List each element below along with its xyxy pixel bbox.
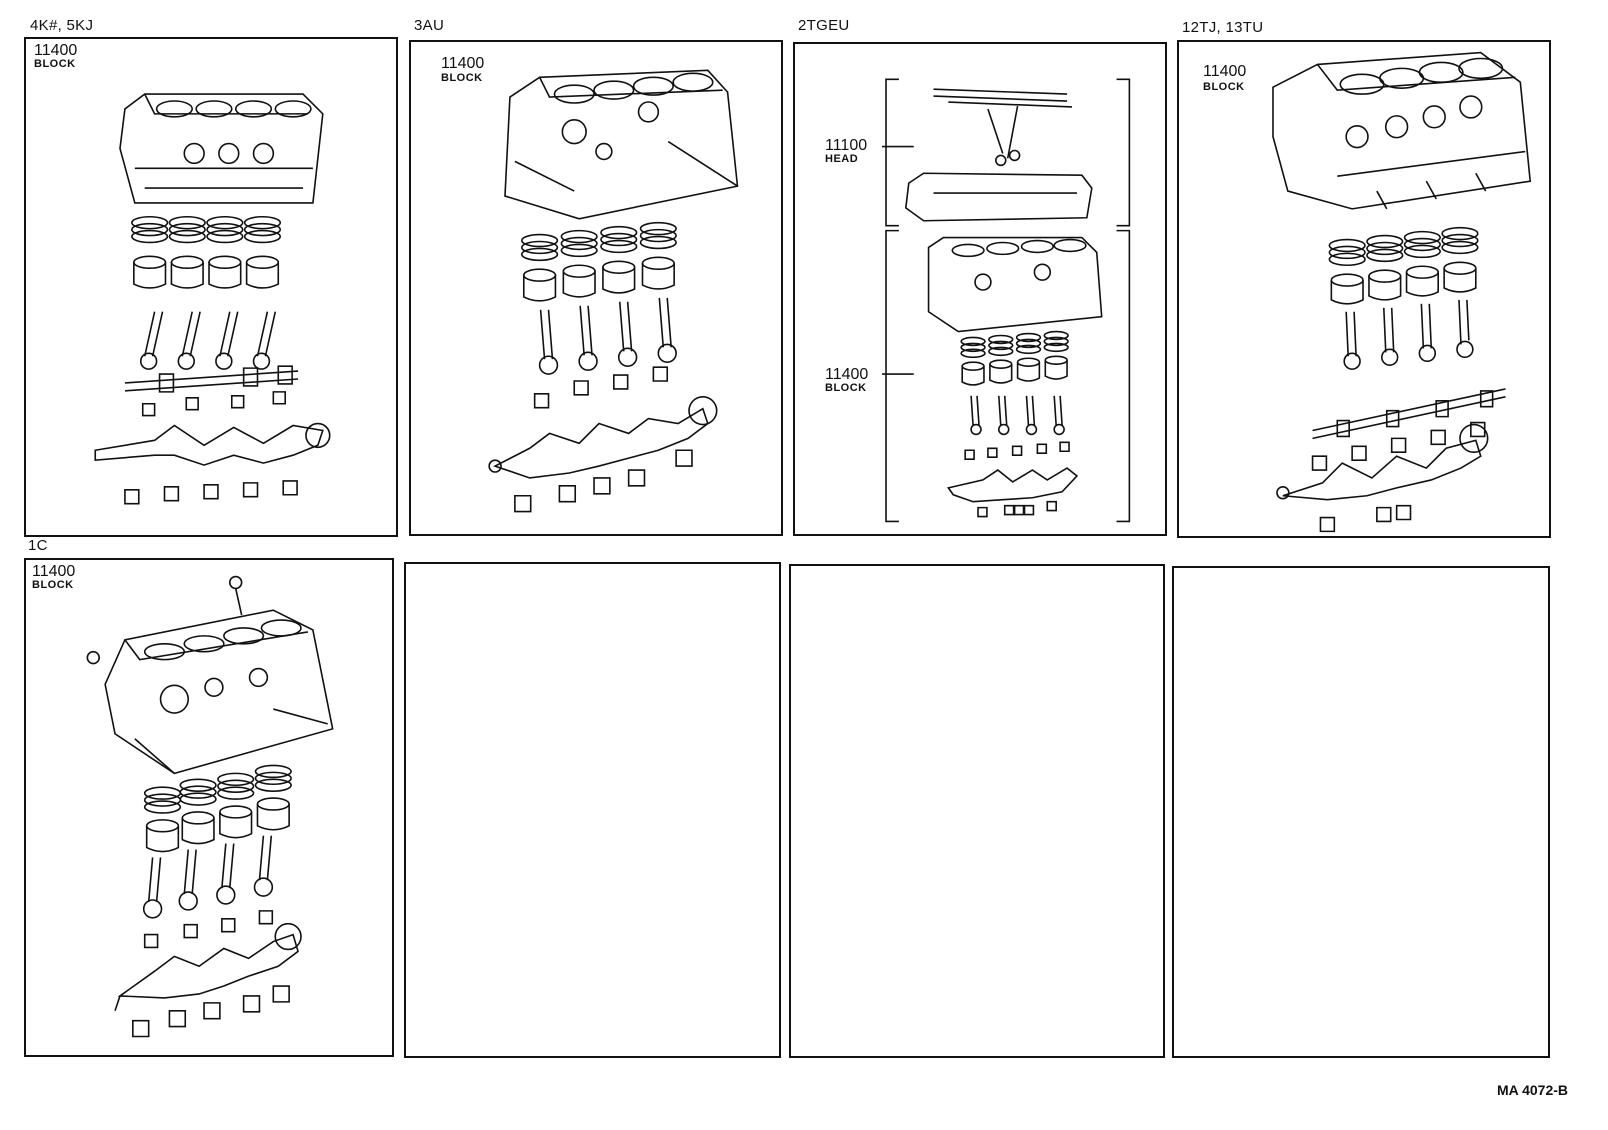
- part-name: BLOCK: [441, 72, 483, 84]
- part-number: 11400: [1203, 63, 1247, 80]
- panel-title-3au: 3AU: [414, 17, 445, 34]
- head-and-block-exploded-illustration: [795, 44, 1165, 534]
- engine-block-exploded-illustration: [411, 42, 781, 534]
- engine-panel-2tgeu: 11100 HEAD 11400 BLOCK: [793, 42, 1167, 536]
- engine-block-exploded-illustration: [26, 560, 392, 1055]
- engine-panel-1c: 11400 BLOCK: [24, 558, 394, 1057]
- part-number: 11400: [34, 42, 78, 59]
- empty-panel-2: [404, 562, 781, 1058]
- part-number-block: 11400: [825, 366, 869, 383]
- figure-code: MA 4072-B: [1496, 1082, 1568, 1098]
- panel-title-4k-5kj: 4K#, 5KJ: [30, 17, 94, 34]
- empty-panel-3: [789, 564, 1165, 1058]
- empty-panel-4: [1172, 566, 1550, 1058]
- part-name-block: BLOCK: [825, 382, 867, 394]
- part-number: 11400: [32, 563, 76, 580]
- part-name: BLOCK: [32, 579, 74, 591]
- part-name: BLOCK: [34, 58, 76, 70]
- part-number: 11400: [441, 55, 485, 72]
- panel-title-2tgeu: 2TGEU: [798, 17, 850, 34]
- engine-panel-12tj-13tu: 11400 BLOCK: [1177, 40, 1551, 538]
- engine-block-exploded-illustration: [1179, 42, 1549, 536]
- panel-title-1c: 1C: [28, 537, 48, 554]
- part-number-head: 11100: [825, 137, 868, 154]
- engine-panel-3au: 11400 BLOCK: [409, 40, 783, 536]
- part-name-head: HEAD: [825, 153, 859, 165]
- part-name: BLOCK: [1203, 81, 1245, 93]
- engine-panel-4k-5kj: 11400 BLOCK: [24, 37, 398, 537]
- panel-title-12tj-13tu: 12TJ, 13TU: [1182, 19, 1264, 36]
- engine-block-exploded-illustration: [26, 39, 396, 535]
